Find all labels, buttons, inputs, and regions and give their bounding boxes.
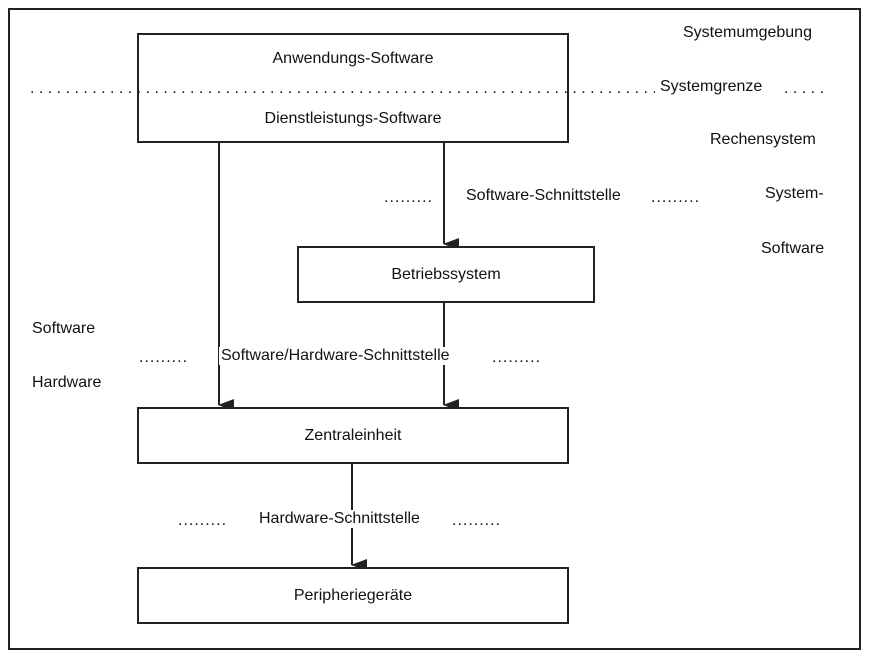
- software-interface-dots-left: .........: [384, 189, 434, 206]
- cpu-label: Zentraleinheit: [304, 426, 402, 444]
- operating-system-box: Betriebssystem: [297, 246, 595, 303]
- peripherals-label: Peripheriegeräte: [293, 586, 413, 604]
- cpu-box: Zentraleinheit: [137, 407, 569, 464]
- system-boundary-label: Systemgrenze: [660, 78, 763, 95]
- system-software-label-line1: System-: [765, 185, 824, 202]
- computer-system-label: Rechensystem: [710, 131, 816, 148]
- hardware-interface-dots-right: .........: [452, 512, 502, 529]
- diagram-frame: [8, 8, 861, 650]
- hardware-interface-dots-left: .........: [178, 512, 228, 529]
- sw-hw-interface-dots-left: .........: [139, 349, 189, 366]
- software-interface-label: Software-Schnittstelle: [466, 187, 621, 205]
- sw-hw-interface-dots-right: .........: [492, 349, 542, 366]
- application-software-box: [137, 33, 569, 143]
- service-software-label: Dienstleistungs-Software: [264, 110, 442, 127]
- hardware-interface-label: Hardware-Schnittstelle: [257, 510, 422, 528]
- operating-system-label: Betriebssystem: [391, 265, 501, 283]
- system-software-label-line2: Software: [761, 240, 825, 257]
- sw-hw-interface-label: Software/Hardware-Schnittstelle: [219, 347, 452, 365]
- software-label: Software: [32, 320, 96, 337]
- system-environment-label: Systemumgebung: [683, 24, 812, 41]
- system-boundary-dots-right: . . . . .: [784, 80, 825, 97]
- system-boundary-dots-left: . . . . . . . . . . . . . . . . . . . . …: [30, 80, 655, 97]
- hardware-label: Hardware: [32, 374, 102, 391]
- software-interface-dots-right: .........: [651, 189, 701, 206]
- application-software-label: Anwendungs-Software: [272, 50, 434, 67]
- peripherals-box: Peripheriegeräte: [137, 567, 569, 624]
